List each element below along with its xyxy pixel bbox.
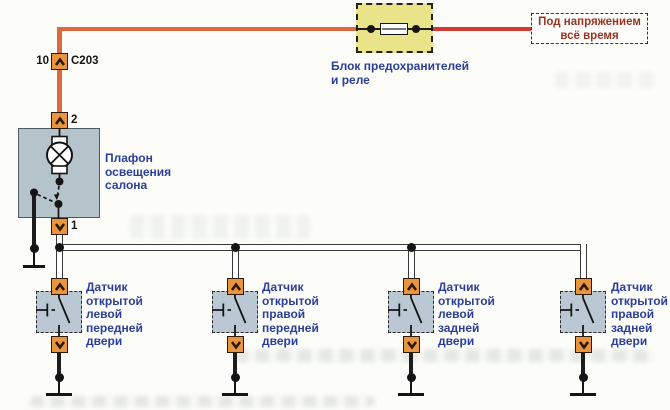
fuse-terminal-dot — [366, 25, 375, 33]
wire-lamp-to-bus — [55, 233, 63, 247]
bus-junction-dot — [230, 243, 240, 252]
chevron-up-icon — [54, 56, 65, 66]
chevron-down-icon — [406, 340, 417, 350]
ground-lead — [33, 252, 35, 265]
dome-lamp-label: Плафон освещения салона — [105, 151, 172, 193]
wire-feed-horizontal — [57, 26, 356, 31]
bleed-through-text — [235, 349, 655, 362]
branch-wire-4 — [579, 244, 587, 279]
switch-ground-wire — [580, 352, 586, 374]
door-switch-box-4 — [560, 291, 606, 333]
door-switch-label-1: Датчик открытой левой передней двери — [86, 280, 143, 349]
fuse-terminal-dot — [412, 25, 420, 33]
connector-c203-name-label: C203 — [71, 55, 99, 67]
connector-lamp-pin2 — [51, 112, 68, 129]
door-switch-label-4: Датчик открытой правой задней двери — [611, 280, 668, 349]
door-switch-box-3 — [388, 291, 434, 333]
wire-feed-vertical-upper — [57, 26, 62, 54]
ground-symbol — [23, 264, 45, 268]
connector-lamp-pin1 — [51, 218, 68, 235]
connector-switch2-bottom — [227, 336, 244, 353]
dome-lamp-box — [18, 128, 100, 218]
ground-symbol — [570, 392, 596, 396]
junction-dot — [578, 372, 588, 382]
switch-ground-wire — [232, 352, 238, 374]
lamp-pin1-label: 1 — [71, 220, 78, 232]
chevron-down-icon — [54, 222, 65, 232]
bleed-through-text — [30, 396, 375, 407]
wire-power-red — [433, 26, 531, 31]
connector-switch2-top — [227, 278, 244, 295]
ground-lead — [410, 381, 412, 393]
lamp-switch-ground-wire — [31, 193, 37, 246]
connector-switch1-bottom — [51, 336, 68, 353]
chevron-up-icon — [54, 281, 65, 291]
door-switch-label-2: Датчик открытой правой передней двери — [262, 280, 319, 349]
bus-junction-dot — [54, 243, 64, 252]
connector-switch3-top — [403, 278, 420, 295]
bleed-through-text — [130, 215, 310, 239]
connector-c203 — [51, 53, 68, 70]
chevron-up-icon — [54, 115, 65, 125]
switch-ground-wire — [56, 352, 62, 374]
ground-lead — [58, 381, 60, 393]
connector-c203-pin-label: 10 — [36, 55, 49, 67]
switch-ground-wire — [408, 352, 414, 374]
ground-lead — [582, 381, 584, 393]
chevron-down-icon — [230, 340, 241, 350]
ground-symbol — [222, 392, 248, 396]
bleed-through-text — [555, 72, 655, 88]
junction-dot — [406, 372, 416, 382]
junction-dot — [29, 243, 39, 253]
branch-wire-2 — [231, 249, 239, 279]
door-switch-bus-wire — [55, 244, 587, 251]
fuse-icon-stripe — [382, 28, 406, 30]
junction-dot — [54, 372, 64, 382]
junction-dot — [230, 372, 240, 382]
ground-lead — [234, 381, 236, 393]
wire-feed-vertical-lower — [57, 69, 62, 113]
chevron-down-icon — [54, 340, 65, 350]
ground-symbol — [398, 392, 424, 396]
door-switch-label-3: Датчик открытой левой задней двери — [438, 280, 495, 349]
connector-switch3-bottom — [403, 336, 420, 353]
chevron-up-icon — [406, 281, 417, 291]
chevron-up-icon — [578, 281, 589, 291]
connector-switch4-top — [575, 278, 592, 295]
branch-wire-3 — [407, 249, 415, 279]
power-note-box: Под напряжением всё время — [531, 13, 648, 44]
connector-switch1-top — [51, 278, 68, 295]
door-switch-box-1 — [36, 291, 82, 333]
chevron-down-icon — [578, 340, 589, 350]
lamp-pin2-label: 2 — [71, 114, 78, 126]
bus-junction-dot — [406, 243, 416, 252]
power-note-text: Под напряжением всё время — [538, 15, 641, 42]
ground-symbol — [46, 392, 72, 396]
connector-switch4-bottom — [575, 336, 592, 353]
fuse-block-label: Блок предохранителей и реле — [331, 59, 470, 87]
door-switch-box-2 — [212, 291, 258, 333]
chevron-up-icon — [230, 281, 241, 291]
branch-wire-1 — [55, 249, 63, 279]
